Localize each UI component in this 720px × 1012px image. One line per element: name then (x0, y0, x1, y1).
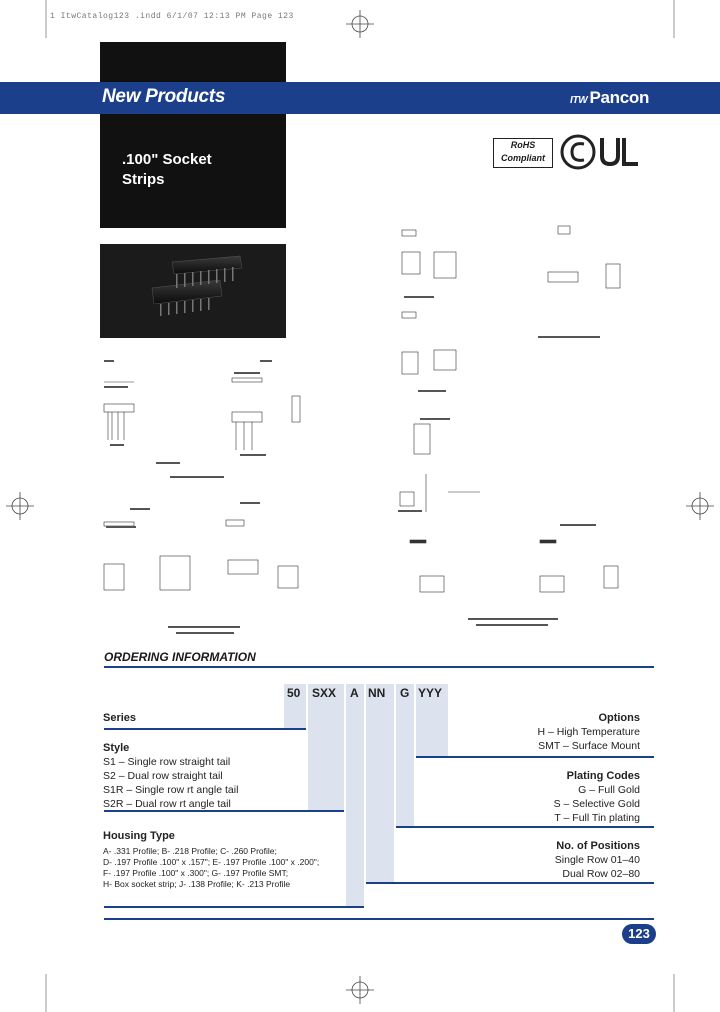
plating-item-3: T – Full Tin plating (554, 812, 640, 824)
options-item-1: H – High Temperature (537, 726, 640, 738)
registration-mark-bottom (346, 976, 374, 1004)
csa-icon (560, 134, 596, 170)
positions-label: No. of Positions (556, 840, 640, 852)
product-photo (100, 244, 286, 338)
code-shade-plating (396, 684, 414, 728)
ordering-title: ORDERING INFORMATION (104, 650, 256, 664)
registration-mark-right (686, 492, 714, 520)
code-housing: A (350, 686, 359, 700)
positions-rule (366, 882, 654, 884)
code-shade-options (416, 684, 448, 728)
options-label: Options (598, 712, 640, 724)
housing-label: Housing Type (103, 830, 175, 842)
code-shade-positions (366, 684, 394, 728)
bottom-rule (104, 918, 654, 920)
product-title: .100" Socket Strips (122, 150, 212, 190)
code-shade-housing (346, 684, 364, 728)
housing-item-1: A- .331 Profile; B- .218 Profile; C- .26… (103, 846, 277, 856)
code-shade-series (284, 684, 306, 728)
code-plating: G (400, 686, 410, 700)
housing-rule (104, 906, 364, 908)
page-number: 123 (622, 924, 656, 944)
registration-mark-left (6, 492, 34, 520)
plating-label: Plating Codes (566, 770, 640, 782)
housing-item-2: D- .197 Profile .100" x .157"; E- .197 P… (103, 857, 320, 867)
options-item-2: SMT – Surface Mount (538, 740, 640, 752)
socket-strip-image (100, 244, 286, 338)
rohs-line2: Compliant (501, 153, 545, 163)
ordering-rule (104, 666, 654, 668)
series-label: Series (103, 712, 137, 724)
technical-drawings (103, 225, 621, 634)
rohs-badge: RoHS Compliant (493, 138, 553, 168)
plating-rule (396, 826, 654, 828)
code-series: 50 (287, 686, 301, 700)
code-style: SXX (312, 686, 337, 700)
registration-mark-top (346, 10, 374, 38)
style-item-4: S2R – Dual row rt angle tail (103, 798, 231, 810)
style-label: Style (103, 742, 130, 754)
style-item-3: S1R – Single row rt angle tail (103, 784, 239, 796)
code-positions: NN (368, 686, 386, 700)
plating-item-2: S – Selective Gold (553, 798, 640, 810)
options-rule (416, 756, 654, 758)
banner-title: New Products (102, 86, 226, 107)
bar-style (308, 728, 344, 810)
plating-item-1: G – Full Gold (578, 784, 640, 796)
style-item-1: S1 – Single row straight tail (103, 756, 231, 768)
code-shade-style (308, 684, 344, 728)
housing-item-3: F- .197 Profile .100" x .300"; G- .197 P… (103, 868, 289, 878)
product-title-line1: .100" Socket (122, 151, 212, 168)
rohs-line1: RoHS (510, 140, 536, 150)
product-panel (100, 42, 286, 228)
bar-options (416, 728, 448, 758)
product-title-line2: Strips (122, 171, 165, 188)
ul-icon (600, 138, 638, 167)
header-banner (0, 82, 720, 114)
bar-housing (346, 728, 364, 906)
code-options: YYY (418, 686, 443, 700)
brand-prefix: ITW (570, 95, 588, 106)
style-rule (104, 810, 344, 812)
bar-positions (366, 728, 394, 884)
brand-name: Pancon (589, 88, 650, 107)
series-rule (104, 728, 306, 730)
style-item-2: S2 – Dual row straight tail (103, 770, 223, 782)
bar-plating (396, 728, 414, 828)
housing-item-4: H- Box socket strip; J- .138 Profile; K-… (103, 879, 291, 889)
positions-item-1: Single Row 01–40 (554, 854, 640, 866)
positions-item-2: Dual Row 02–80 (562, 868, 640, 880)
print-slug: 1 ItwCatalog123 .indd 6/1/07 12:13 PM Pa… (50, 12, 294, 21)
